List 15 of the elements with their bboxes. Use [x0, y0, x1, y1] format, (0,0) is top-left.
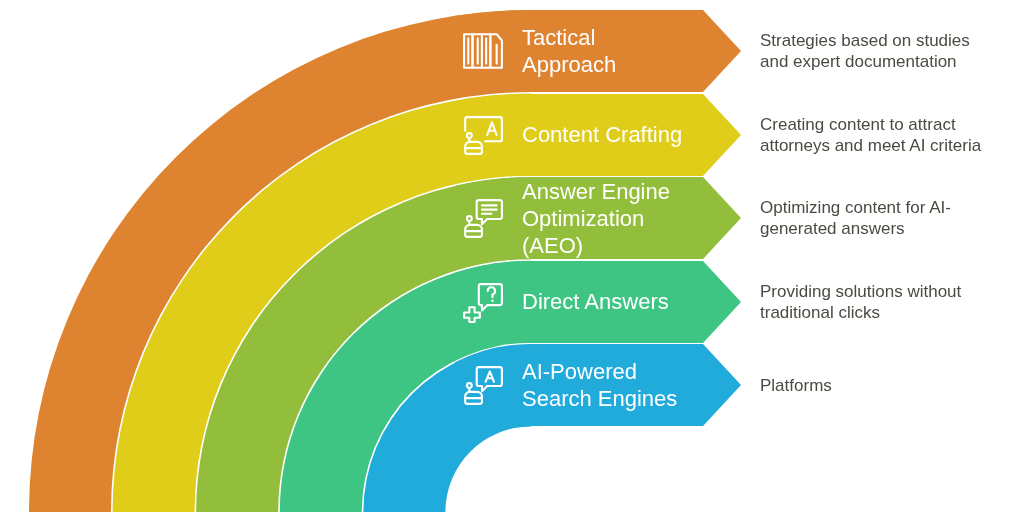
- description-text: Strategies based on studies and expert documentation: [760, 30, 971, 72]
- arrow-band: [455, 93, 741, 176]
- description-text: Providing solutions without traditional clicks: [760, 280, 963, 323]
- band-title: AI-Powered Search Engines: [522, 358, 679, 413]
- arrow-band: [455, 344, 741, 427]
- band-title: Direct Answers: [522, 288, 670, 316]
- description-text: Creating content to attract attorneys and meet AI criteria: [760, 113, 983, 156]
- arrow-band: [455, 177, 741, 260]
- band-title: Answer Engine Optimization (AEO): [522, 177, 671, 259]
- description-text: Platforms: [760, 374, 833, 396]
- arrow-band: [455, 260, 741, 343]
- arrow-band: [455, 10, 741, 92]
- band-title: Content Crafting: [522, 121, 684, 149]
- description-text: Optimizing content for AI-generated answers: [760, 197, 952, 240]
- band-title: Tactical Approach: [522, 24, 618, 78]
